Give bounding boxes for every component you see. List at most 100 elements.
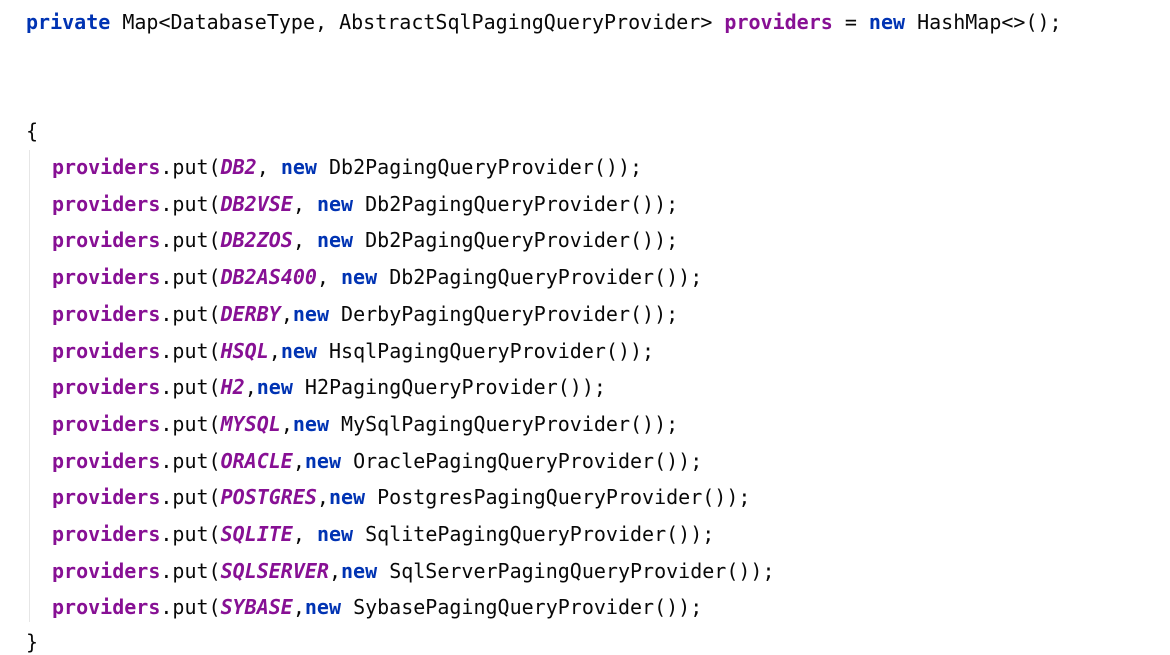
- provider-constructor: H2PagingQueryProvider());: [304, 375, 606, 400]
- code-line-put[interactable]: providers.put(DB2ZOS, new Db2PagingQuery…: [26, 227, 678, 253]
- argument-separator: ,: [244, 375, 257, 400]
- providers-field: providers: [52, 191, 161, 216]
- put-call: .put(: [160, 558, 221, 583]
- keyword-new: new: [316, 522, 354, 546]
- keyword-new: new: [292, 301, 329, 326]
- provider-constructor: SybasePagingQueryProvider());: [353, 595, 703, 620]
- database-type-constant: ORACLE: [220, 448, 293, 473]
- code-line-declaration[interactable]: private Map<DatabaseType, AbstractSqlPag…: [26, 9, 1062, 35]
- providers-field: providers: [52, 522, 161, 546]
- providers-field: providers: [52, 375, 161, 400]
- put-call: .put(: [160, 155, 221, 179]
- provider-constructor: SqlServerPagingQueryProvider());: [389, 558, 775, 583]
- argument-separator: ,: [280, 301, 293, 326]
- database-type-constant: DB2ZOS: [220, 228, 293, 253]
- argument-separator: ,: [292, 595, 305, 620]
- argument-separator: ,: [292, 448, 305, 473]
- code-line-put[interactable]: providers.put(H2,new H2PagingQueryProvid…: [26, 374, 606, 400]
- provider-constructor: Db2PagingQueryProvider());: [328, 155, 643, 179]
- code-line-put[interactable]: providers.put(HSQL,new HsqlPagingQueryPr…: [26, 338, 654, 364]
- put-call: .put(: [160, 522, 221, 546]
- space: [329, 412, 341, 436]
- put-call: .put(: [160, 228, 221, 253]
- argument-separator: ,: [316, 485, 329, 510]
- database-type-constant: HSQL: [220, 338, 269, 363]
- code-line-block-close[interactable]: }: [26, 629, 38, 655]
- database-type-constant: DB2VSE: [220, 191, 293, 216]
- argument-separator: ,: [280, 411, 293, 436]
- assign-operator: =: [844, 10, 857, 34]
- argument-separator: ,: [268, 338, 281, 363]
- database-type-constant: MYSQL: [220, 411, 281, 436]
- space: [353, 522, 365, 546]
- put-call: .put(: [160, 338, 221, 363]
- open-brace: {: [26, 119, 39, 143]
- code-line-put[interactable]: providers.put(DB2, new Db2PagingQueryPro…: [26, 154, 642, 180]
- argument-separator: ,: [328, 558, 342, 583]
- argument-separator: ,: [316, 265, 342, 290]
- providers-field: providers: [52, 265, 161, 290]
- put-call: .put(: [160, 485, 221, 510]
- space: [377, 265, 389, 289]
- code-line-put[interactable]: providers.put(SQLITE, new SqlitePagingQu…: [26, 521, 714, 547]
- code-line-put[interactable]: providers.put(DB2VSE, new Db2PagingQuery…: [26, 191, 678, 217]
- put-call: .put(: [160, 191, 221, 216]
- provider-constructor: Db2PagingQueryProvider());: [389, 265, 703, 290]
- database-type-constant: DB2AS400: [220, 265, 317, 290]
- database-type-constant: DB2: [220, 155, 257, 179]
- put-call: .put(: [160, 301, 221, 326]
- keyword-new: new: [328, 485, 366, 510]
- code-line-put[interactable]: providers.put(POSTGRES,new PostgresPagin…: [26, 484, 750, 510]
- code-line-put[interactable]: providers.put(SYBASE,new SybasePagingQue…: [26, 594, 702, 620]
- put-call: .put(: [160, 265, 221, 290]
- put-call: .put(: [160, 595, 221, 620]
- argument-separator: ,: [292, 228, 317, 253]
- space: [317, 155, 329, 179]
- argument-separator: ,: [256, 155, 281, 179]
- keyword-new: new: [868, 10, 906, 34]
- put-call: .put(: [160, 411, 221, 436]
- providers-field: providers: [52, 448, 161, 473]
- keyword-new: new: [304, 448, 342, 473]
- code-line-put[interactable]: providers.put(DB2AS400, new Db2PagingQue…: [26, 264, 702, 290]
- space: [293, 375, 305, 399]
- providers-field: providers: [52, 595, 161, 620]
- provider-constructor: HsqlPagingQueryProvider());: [328, 338, 655, 363]
- code-line-put[interactable]: providers.put(DERBY,new DerbyPagingQuery…: [26, 301, 678, 327]
- providers-field: providers: [52, 411, 161, 436]
- keyword-new: new: [304, 595, 342, 620]
- database-type-constant: H2: [220, 375, 245, 400]
- field-name: providers: [724, 10, 833, 34]
- provider-constructor: MySqlPagingQueryProvider());: [341, 411, 679, 436]
- space: [341, 449, 353, 473]
- keyword-new: new: [292, 411, 329, 436]
- keyword-new: new: [341, 558, 378, 583]
- database-type-constant: SQLITE: [220, 522, 293, 546]
- providers-field: providers: [52, 301, 161, 326]
- put-call: .put(: [160, 375, 221, 400]
- keyword-new: new: [280, 338, 317, 363]
- keyword-new: new: [341, 265, 378, 290]
- providers-field: providers: [52, 338, 161, 363]
- code-line-put[interactable]: providers.put(SQLSERVER,new SqlServerPag…: [26, 558, 775, 584]
- put-call: .put(: [160, 448, 221, 473]
- code-line-put[interactable]: providers.put(ORACLE,new OraclePagingQue…: [26, 448, 702, 474]
- providers-field: providers: [52, 558, 161, 583]
- database-type-constant: DERBY: [220, 301, 281, 326]
- database-type-constant: SQLSERVER: [220, 558, 329, 583]
- database-type-constant: POSTGRES: [220, 485, 317, 510]
- keyword-new: new: [316, 228, 354, 253]
- code-line-put[interactable]: providers.put(MYSQL,new MySqlPagingQuery…: [26, 411, 678, 437]
- providers-field: providers: [52, 228, 161, 253]
- keyword-new: new: [316, 191, 354, 216]
- type-name: Map<DatabaseType, AbstractSqlPagingQuery…: [122, 10, 713, 34]
- initializer: HashMap<>();: [917, 10, 1062, 34]
- keyword-private: private: [26, 10, 111, 34]
- space: [329, 302, 341, 326]
- keyword-new: new: [256, 375, 293, 400]
- keyword-new: new: [280, 155, 317, 179]
- providers-field: providers: [52, 155, 161, 179]
- provider-constructor: SqlitePagingQueryProvider());: [365, 522, 715, 546]
- code-line-block-open[interactable]: {: [26, 118, 38, 144]
